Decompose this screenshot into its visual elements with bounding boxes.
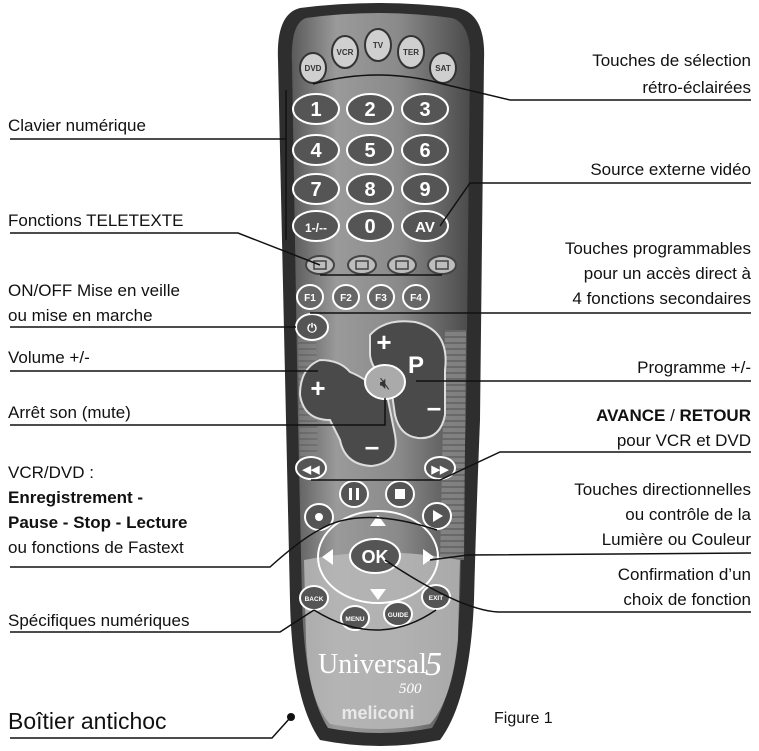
ok-label: OK [362, 547, 389, 567]
label-line: choix de fonction [623, 590, 751, 609]
mode-key-label: TV [373, 41, 384, 50]
label-forward-rewind: AVANCE / RETOUR pour VCR et DVD [596, 403, 751, 453]
label-line: Touches de sélection [592, 51, 751, 70]
nav-key-label: EXIT [429, 595, 443, 602]
power-icon: ⏻ [307, 321, 317, 335]
label-line: ou fonctions de Fastext [8, 538, 184, 557]
label-separator: / [665, 406, 680, 425]
rewind-icon: ◀◀ [302, 464, 320, 476]
label-bold-text: Pause - Stop - Lecture [8, 513, 188, 532]
label-numeric-keypad: Clavier numérique [8, 116, 146, 135]
dpad-right-icon[interactable] [423, 549, 434, 565]
digit-label: 4 [310, 140, 322, 162]
fkey-label: F4 [410, 293, 422, 304]
label-line: Touches directionnelles [574, 480, 751, 499]
dpad-up-icon[interactable] [370, 515, 386, 526]
digit-label: 3 [419, 99, 430, 121]
digit-label: 9 [419, 179, 430, 201]
label-ok-confirmation: Confirmation d’un choix de fonction [618, 562, 751, 612]
program-plus-label: + [376, 327, 391, 357]
nav-key-label: MENU [345, 616, 364, 623]
digit-label: 6 [419, 140, 430, 162]
rewind-button[interactable] [295, 456, 327, 480]
mute-icon: 🔇︎ [380, 374, 391, 393]
numeric-keypad[interactable] [292, 93, 449, 242]
label-line: Lumière ou Couleur [601, 530, 751, 549]
label-bold-text: AVANCE [596, 406, 666, 425]
mode-keys[interactable] [299, 28, 457, 84]
fkey-label: F3 [375, 293, 387, 304]
digit-label: 0 [364, 216, 375, 238]
label-shockproof-case: Boîtier antichoc [8, 708, 167, 734]
label-bold-text: Enregistrement - [8, 488, 144, 507]
dpad-left-icon[interactable] [322, 549, 333, 565]
digit-label: 1-/-- [305, 221, 327, 235]
fast-forward-button[interactable] [424, 456, 456, 480]
label-line: ou contrôle de la [625, 505, 751, 524]
mode-key-vcr[interactable] [331, 35, 359, 69]
label-teletext-functions: Fonctions TELETEXTE [8, 211, 184, 230]
mode-key-label: TER [403, 48, 419, 57]
fkey-label: F2 [340, 293, 352, 304]
volume-minus-label: – [365, 431, 379, 461]
nav-key-label: GUIDE [388, 612, 409, 619]
figure-caption: Figure 1 [494, 710, 553, 727]
digit-label: 2 [364, 99, 375, 121]
label-line: Confirmation d’un [617, 565, 751, 584]
label-line: Touches programmables [564, 239, 751, 258]
ok-button[interactable] [349, 538, 401, 574]
dpad[interactable] [317, 510, 439, 604]
brand-label: Universal [318, 649, 427, 680]
label-bold-text: RETOUR [679, 406, 751, 425]
function-keys[interactable] [296, 284, 430, 310]
digit-label: AV [415, 219, 435, 236]
label-directional-keys: Touches directionnelles ou contrôle de l… [574, 477, 751, 552]
digit-label: 8 [364, 179, 375, 201]
label-line: ou mise en marche [8, 306, 153, 325]
label-vcr-dvd: VCR/DVD : Enregistrement - Pause - Stop … [8, 460, 187, 560]
label-backlit-selection-keys: Touches de sélection rétro-éclairées [592, 50, 751, 98]
fast-forward-icon: ▶▶ [431, 464, 449, 476]
label-programmable-keys: Touches programmables pour un accès dire… [565, 236, 751, 311]
label-program: Programme +/- [637, 358, 751, 377]
volume-plus-label: + [310, 373, 325, 403]
model-label: 500 [399, 681, 422, 697]
pause-button[interactable] [339, 480, 369, 508]
maker-logo: meliconi [341, 703, 414, 723]
program-p-label: P [408, 352, 424, 379]
teletext-keys[interactable] [305, 255, 457, 275]
mode-key-dvd[interactable] [299, 52, 327, 84]
label-line: pour VCR et DVD [616, 431, 751, 450]
digit-label: 5 [364, 140, 375, 162]
digit-label: 1 [310, 99, 321, 121]
label-digital-specific: Spécifiques numériques [8, 611, 190, 630]
mode-key-label: VCR [337, 48, 354, 57]
dpad-down-icon[interactable] [370, 589, 386, 600]
brand-number-label: 5 [425, 646, 442, 683]
mode-key-label: DVD [305, 64, 322, 73]
digit-label: 7 [310, 179, 321, 201]
navigation-keys[interactable] [299, 584, 451, 631]
leader-lines [10, 74, 752, 739]
mode-key-label: SAT [435, 64, 451, 73]
mode-key-ter[interactable] [397, 35, 425, 69]
label-mute: Arrêt son (mute) [8, 403, 131, 422]
mode-key-sat[interactable] [429, 52, 457, 84]
fkey-label: F1 [304, 293, 316, 304]
label-line: rétro-éclairées [642, 78, 751, 97]
label-volume: Volume +/- [8, 348, 90, 367]
lower-panel [304, 552, 460, 729]
label-line: VCR/DVD : [8, 463, 94, 482]
nav-key-label: BACK [305, 596, 324, 603]
label-line: 4 fonctions secondaires [572, 289, 751, 308]
label-line: ON/OFF Mise en veille [8, 281, 180, 300]
label-external-video-source: Source externe vidéo [590, 160, 751, 179]
label-line: pour un accès direct à [583, 264, 751, 283]
program-minus-label: – [427, 392, 441, 422]
label-power: ON/OFF Mise en veille ou mise en marche [8, 278, 180, 328]
mode-key-tv[interactable] [364, 28, 392, 62]
